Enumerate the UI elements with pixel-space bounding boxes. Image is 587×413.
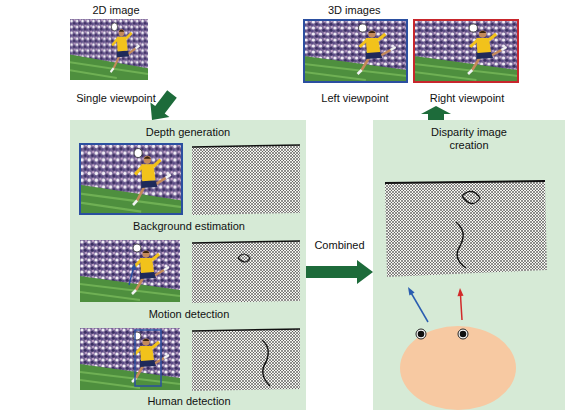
soccer-photo	[304, 20, 407, 82]
flow-arrow	[306, 260, 373, 284]
process-panel: Disparity image creation	[373, 120, 565, 410]
node-label: Right viewpoint	[430, 92, 505, 105]
node-label: 3D images	[328, 4, 381, 17]
soccer-photo	[70, 19, 148, 80]
node-label: Depth generation	[146, 126, 230, 139]
node-label: 2D image	[92, 4, 139, 17]
photo-frame	[414, 20, 518, 82]
process-step: Motion detection	[76, 236, 302, 322]
node-label: Motion detection	[149, 308, 230, 321]
edge-label: Combined	[314, 239, 364, 252]
process-panel: Depth generationBackground estimationMot…	[70, 120, 306, 410]
process-step: Background estimation	[76, 140, 302, 234]
photo-frame	[304, 20, 407, 82]
image-frame: Right viewpoint	[412, 18, 522, 106]
image-group: 3D imagesLeft viewpoint Right viewpoint	[298, 2, 524, 106]
node-label: Background estimation	[133, 220, 245, 233]
process-step: Human detection	[76, 325, 302, 409]
node-label: Disparity image creation	[414, 126, 524, 152]
node-caption: Single viewpoint	[76, 92, 156, 105]
node-label: Left viewpoint	[321, 92, 388, 105]
node-label: Human detection	[147, 395, 230, 408]
image-frame: Left viewpoint	[300, 18, 410, 106]
flow-arrow	[421, 106, 451, 120]
image-group: 2D imageSingle viewpoint	[60, 2, 172, 106]
edge-label-holder: Combined	[314, 239, 364, 252]
soccer-photo	[414, 20, 518, 82]
